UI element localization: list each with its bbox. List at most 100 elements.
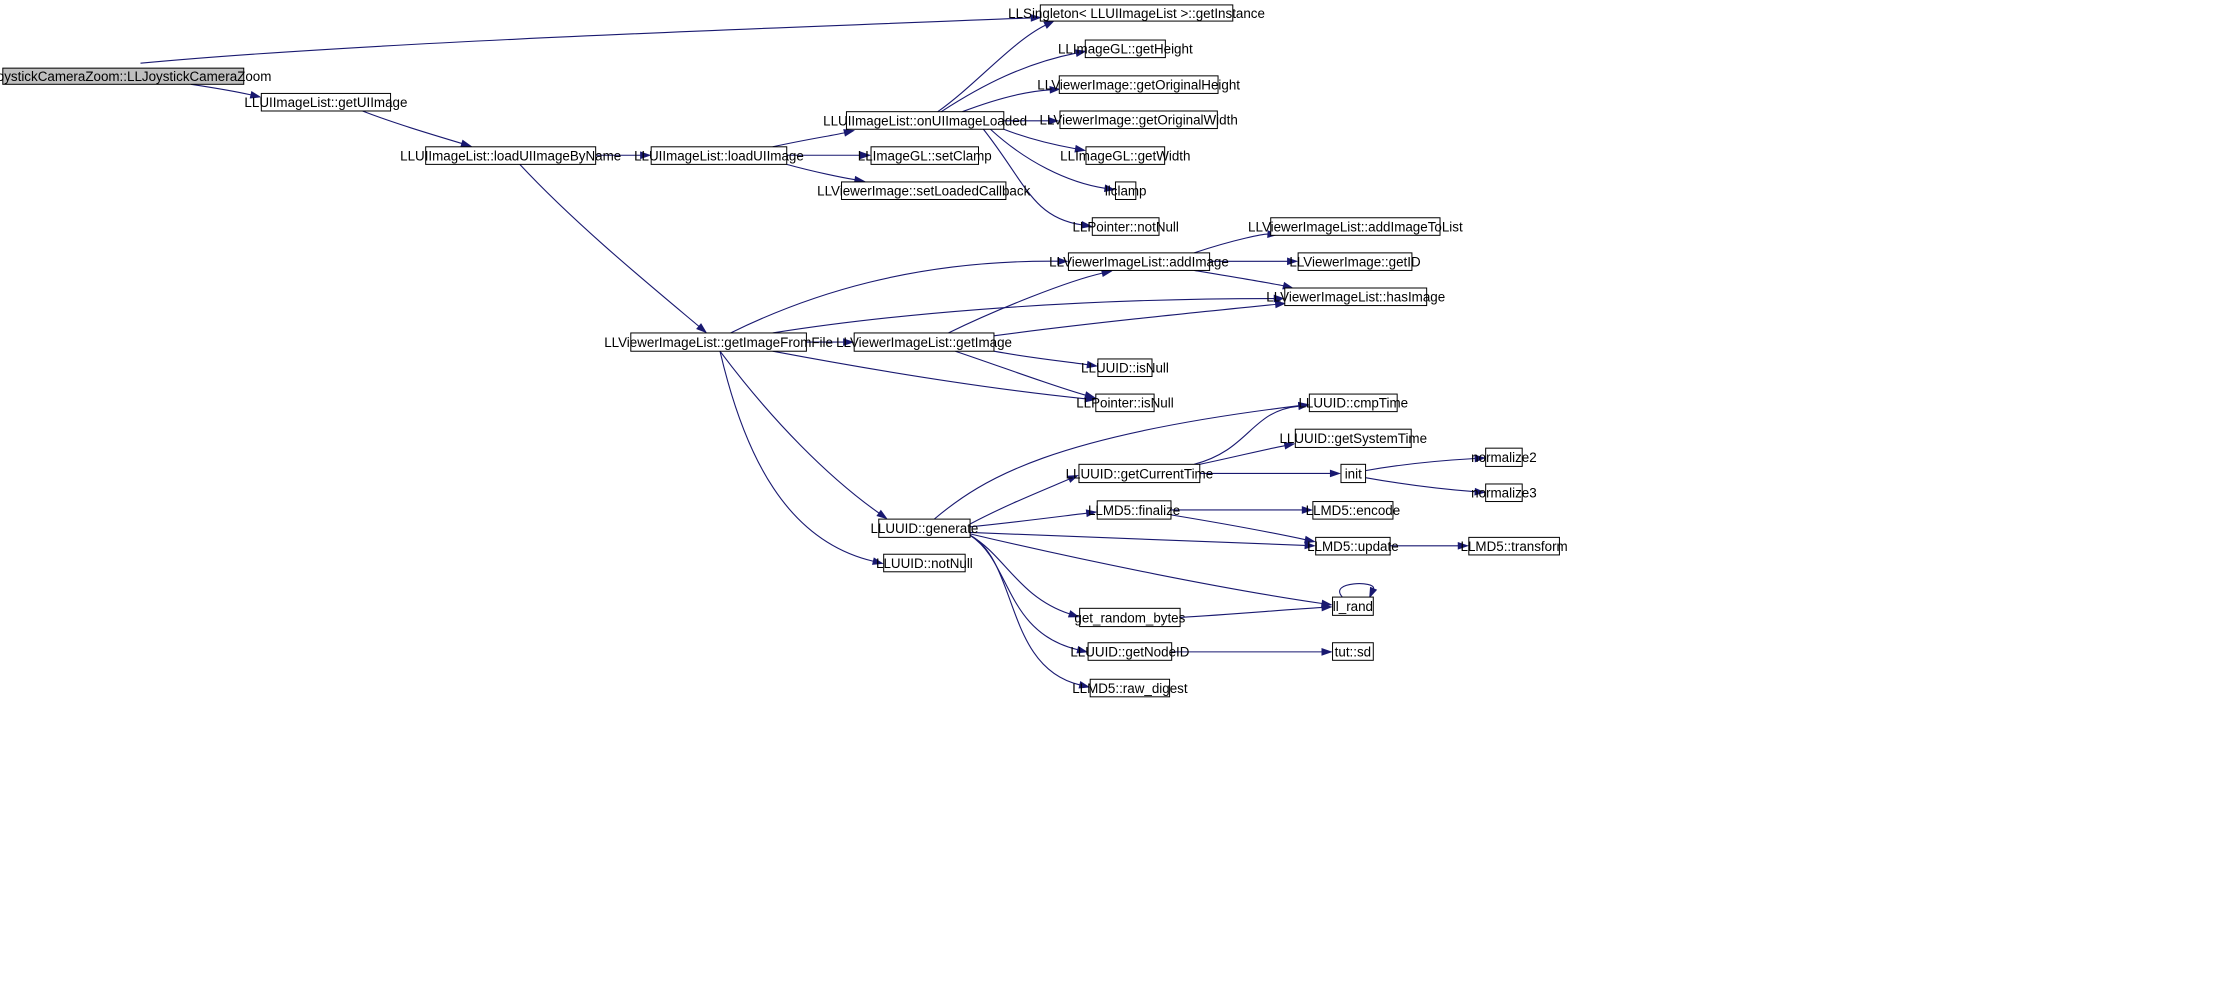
node-label: normalize2 [1471,450,1537,465]
edge-n3-n4 [595,151,652,160]
node-n35[interactable]: get_random_bytes [1074,607,1186,628]
node-n11[interactable]: LLImageGL::getWidth [1060,146,1190,165]
node-label: LLUUID::getSystemTime [1279,431,1427,446]
node-n32[interactable]: LLMD5::transform [1461,536,1568,556]
edge-arrowhead [1067,474,1079,483]
node-n3[interactable]: LLUIImageList::loadUIImageByName [400,146,621,165]
edge-n2-n3 [362,110,473,148]
node-box [260,92,392,112]
node-box [1308,393,1398,413]
edge-arrowhead [1057,257,1069,266]
node-label: init [1345,466,1362,481]
node-n30[interactable]: LLMD5::encode [1306,501,1401,520]
edge-arrowhead [843,338,855,346]
node-box [1340,463,1367,484]
node-label: LLUUID::getCurrentTime [1066,466,1214,481]
edge-line [970,531,1306,546]
node-box [425,146,597,165]
node-box [1284,287,1428,307]
node-n19[interactable]: LLViewerImageList::getImage [836,332,1012,352]
edge-n15-n18 [1194,269,1294,290]
edge-line [772,132,845,148]
node-n9[interactable]: LLViewerImage::getOriginalHeight [1037,75,1240,94]
node-n38[interactable]: LLMD5::raw_digest [1072,678,1188,698]
edge-line [140,17,1032,64]
edge-line [1193,233,1268,254]
node-n34[interactable]: ll_rand [1332,596,1374,616]
edge-n5-n12 [990,128,1116,193]
node-n5[interactable]: LLUIImageList::onUIImageLoaded [823,111,1027,130]
node-label: LLViewerImage::setLoadedCallback [817,184,1030,199]
node-label: LLViewerImage::getOriginalWidth [1040,113,1238,128]
node-label: LLUIImageList::onUIImageLoaded [823,113,1027,128]
node-n37[interactable]: tut::sd [1332,642,1374,661]
node-n13[interactable]: LLPointer::notNull [1072,217,1179,236]
node-box [878,518,971,538]
node-box [630,332,807,352]
edge-arrowhead [1301,506,1313,514]
edge-line [1170,514,1306,541]
edge-line [362,110,463,145]
node-n31[interactable]: LLMD5::update [1307,536,1399,556]
node-n4[interactable]: LLUIImageList::loadUIImage [634,146,804,165]
node-n0[interactable]: LLJoystickCameraZoom::LLJoystickCameraZo… [0,67,271,85]
node-n33[interactable]: LLUUID::notNull [876,553,973,573]
node-box [1294,428,1412,448]
edge-arrowhead [1048,116,1060,125]
edge-n35-n34 [1180,603,1333,618]
node-n12[interactable]: llclamp [1105,181,1147,200]
edge-line [772,297,1275,334]
edge-n5-n8 [940,49,1087,113]
node-n16[interactable]: LLViewerImageList::addImageToList [1248,217,1463,236]
edge-arrowhead [1304,535,1316,544]
node-label: LLSingleton< LLUIImageList >::getInstanc… [1008,6,1265,21]
node-box [1485,483,1523,503]
node-box [1312,501,1394,520]
node-label: LLViewerImageList::addImage [1049,255,1229,270]
node-n23[interactable]: LLUUID::getSystemTime [1279,428,1427,448]
node-n15[interactable]: LLViewerImageList::addImage [1049,252,1229,271]
node-label: LLUUID::notNull [876,556,973,571]
edge-line [955,350,1086,396]
node-n21[interactable]: LLPointer::isNull [1076,393,1174,413]
node-box [841,181,1007,200]
node-n2[interactable]: LLUIImageList::getUIImage [244,92,407,112]
edge-n36-n37 [1171,648,1333,656]
node-box [1096,500,1172,520]
node-box [1058,75,1219,94]
node-box [1315,536,1391,556]
node-n17[interactable]: LLViewerImage::getID [1289,252,1421,271]
edge-arrowhead [640,151,652,160]
edges-layer [140,14,1486,689]
edge-n3-n14 [519,163,708,334]
edge-line [933,405,1299,520]
node-n10[interactable]: LLViewerImage::getOriginalWidth [1040,110,1238,130]
node-n6[interactable]: LLImageGL::setClamp [858,146,992,165]
node-n28[interactable]: LLUUID::generate [870,518,978,538]
node-n7[interactable]: LLViewerImage::setLoadedCallback [817,181,1031,200]
edge-arrowhead [1043,20,1056,29]
node-n29[interactable]: LLMD5::finalize [1088,500,1180,520]
edge-n19-n15 [948,269,1113,334]
node-n24[interactable]: LLUUID::getCurrentTime [1066,463,1214,484]
node-label: LLJoystickCameraZoom::LLJoystickCameraZo… [0,69,271,84]
node-box [650,146,788,165]
node-label: LLViewerImage::getOriginalHeight [1037,78,1240,93]
edge-n0-n2 [190,83,262,99]
node-box [1270,217,1441,236]
edge-line [969,478,1070,525]
node-n36[interactable]: LLUUID::getNodeID [1070,642,1190,661]
edge-n5-n1 [937,20,1056,113]
node-n22[interactable]: LLUUID::cmpTime [1298,393,1408,413]
node-n26[interactable]: normalize2 [1471,447,1537,467]
node-box [883,553,966,573]
node-n18[interactable]: LLViewerImageList::hasImage [1266,287,1445,307]
edge-line [719,350,880,514]
node-n25[interactable]: init [1340,463,1367,484]
edge-n4-n7 [786,163,866,184]
node-n8[interactable]: LLImageGL::getHeight [1058,39,1193,59]
node-n20[interactable]: LLUUID::isNull [1081,358,1169,378]
node-n1[interactable]: LLSingleton< LLUIImageList >::getInstanc… [1008,4,1265,22]
node-n14[interactable]: LLViewerImageList::getImageFromFile [604,332,833,352]
node-n27[interactable]: normalize3 [1471,483,1537,503]
